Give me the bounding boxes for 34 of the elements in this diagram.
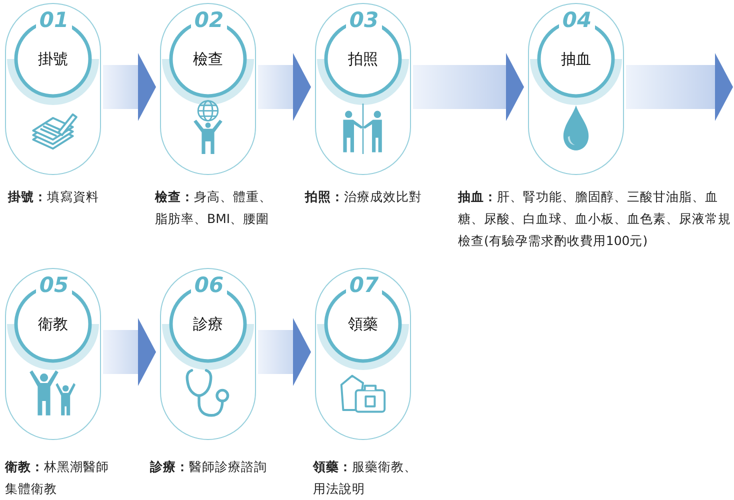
- step-number: 02: [191, 8, 227, 32]
- step-title: 抽血: [560, 50, 592, 68]
- arrow: [413, 53, 524, 121]
- step-description: 檢查：身高、體重、脂肪率、BMI、腰圍: [155, 188, 273, 228]
- arrow: [626, 53, 733, 121]
- step-description: 診療：醫師診療諮詢: [150, 458, 268, 476]
- step-title: 掛號: [37, 50, 69, 68]
- step-capsule: [315, 268, 411, 440]
- step-number: 06: [191, 273, 227, 297]
- arrow: [103, 53, 156, 121]
- step-number: 04: [559, 8, 595, 32]
- step-description: 衛教：林黑潮醫師集體衛教: [5, 458, 110, 498]
- step-capsule: [315, 3, 411, 175]
- step-description: 領藥：服藥衛教、用法說明: [313, 458, 418, 498]
- step-capsule: [160, 268, 256, 440]
- step-title: 檢查: [192, 50, 224, 68]
- step-capsule: [528, 3, 624, 175]
- step-number: 01: [36, 8, 72, 32]
- step-number: 05: [36, 273, 72, 297]
- arrow: [258, 318, 311, 386]
- step-title: 拍照: [347, 50, 379, 68]
- arrow: [258, 53, 311, 121]
- step-capsule: [5, 3, 101, 175]
- arrow: [103, 318, 156, 386]
- step-number: 03: [346, 8, 382, 32]
- step-title: 衛教: [37, 315, 69, 333]
- step-description: 抽血：肝、腎功能、膽固醇、三酸甘油脂、血糖、尿酸、白血球、血小板、血色素、尿液常規檢查(有驗孕需求酌收費用100元): [458, 188, 732, 250]
- step-capsule: [160, 3, 256, 175]
- step-title: 領藥: [347, 315, 379, 333]
- step-description: 拍照：治療成效比對: [305, 188, 423, 206]
- step-capsule: [5, 268, 101, 440]
- step-description: 掛號：填寫資料: [8, 188, 100, 206]
- step-title: 診療: [192, 315, 224, 333]
- step-number: 07: [346, 273, 382, 297]
